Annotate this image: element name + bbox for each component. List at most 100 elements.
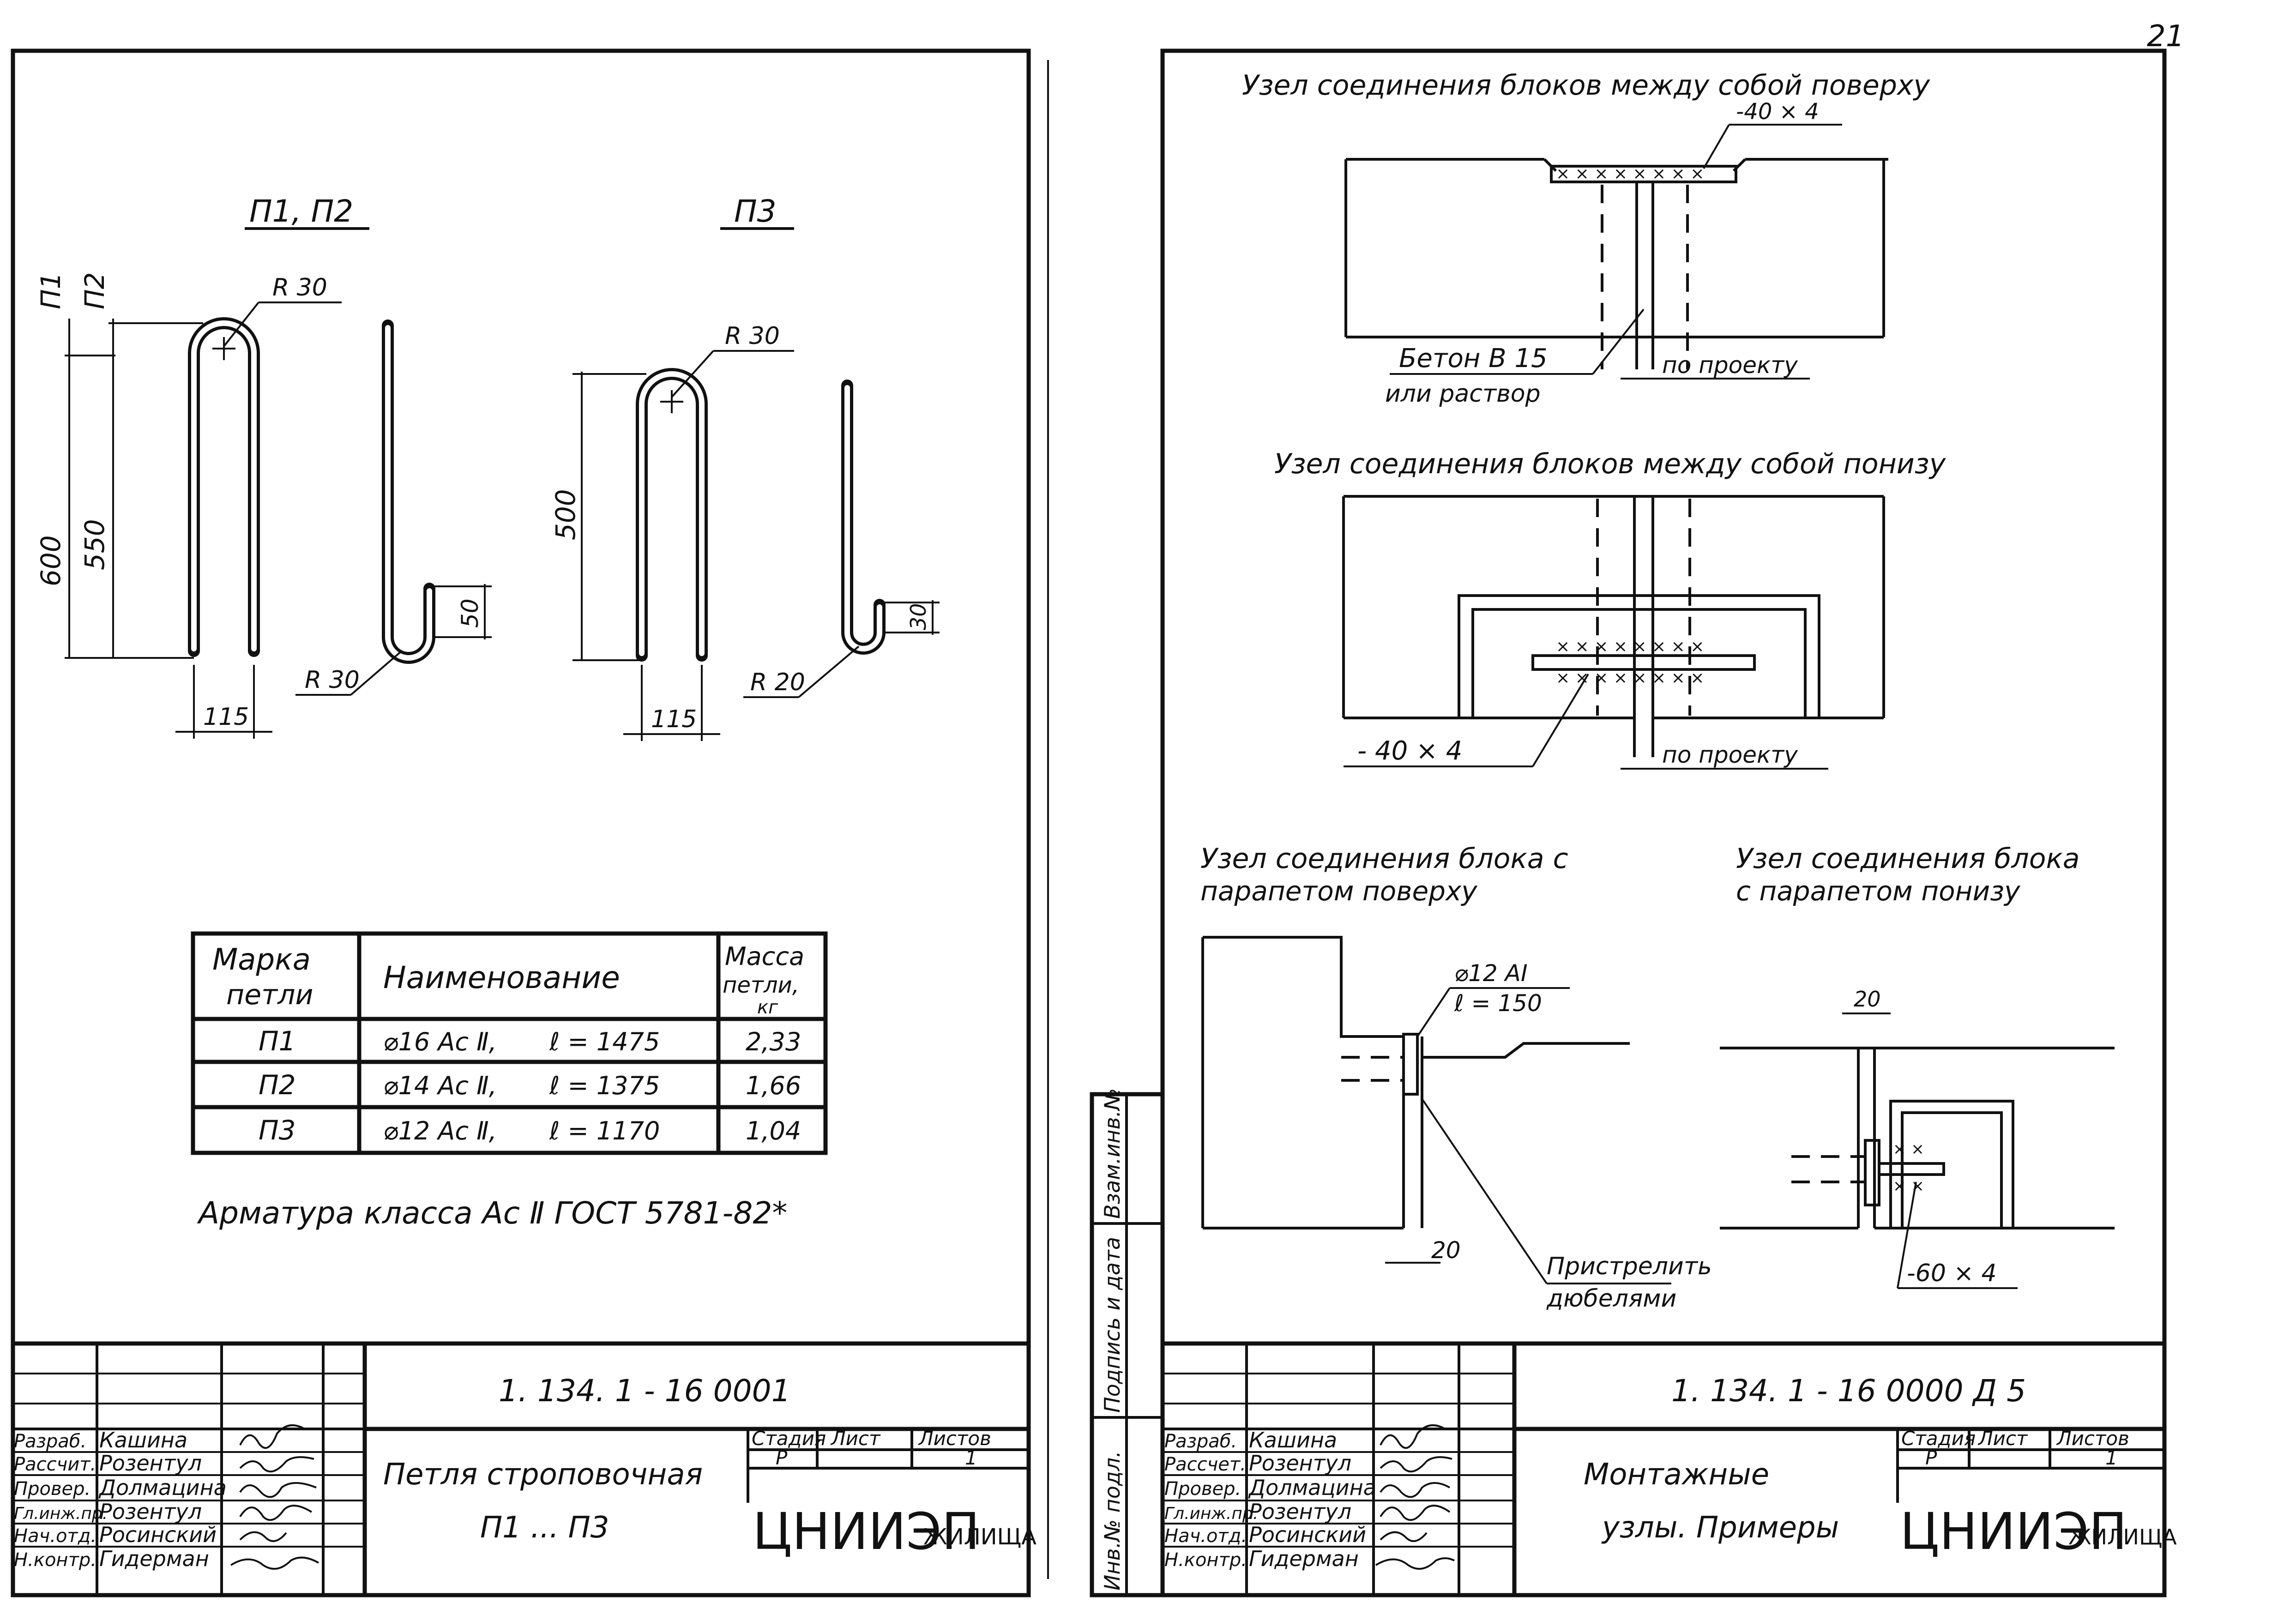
node4-title-1: Узел соединения блока [1736, 843, 2080, 875]
node4-recess-in [1901, 1111, 2003, 1228]
signature [1375, 1557, 1455, 1570]
tb-right-stage-h2: Лист [1977, 1427, 2028, 1450]
tb-right-staff-name: Гидерман [1249, 1546, 1359, 1571]
dim-115: 115 [203, 703, 249, 731]
loop-p1p2-side [382, 319, 435, 664]
node3-title-1: Узел соединения блока с [1200, 843, 1568, 875]
tb-right-stage-v1: Р [1925, 1446, 1937, 1469]
spec-table: Марка петли Наименование Масса петли, кг… [191, 931, 828, 1155]
node3-leader-note [1421, 1098, 1548, 1284]
tb-right-code: 1. 134. 1 - 16 0000 Д 5 [1671, 1373, 2026, 1409]
right-sheet: Инв.№ подл. Подпись и дата Взам.инв.№ Уз… [1090, 48, 2177, 1597]
tb-right-staff-role: Провер. [1164, 1478, 1241, 1500]
tb-left-staff-role: Гл.инж.пр. [14, 1504, 108, 1523]
rebar-class-note: Арматура класса Ас Ⅱ ГОСТ 5781-82* [197, 1195, 787, 1231]
tb-left-stage-h3: Листов [918, 1427, 991, 1450]
heading-p1p2: П1, П2 [249, 193, 353, 229]
node4-welds-top: × × [1893, 1140, 1924, 1158]
tb-right-staff-name: Долмацина [1248, 1475, 1376, 1500]
tb-left-staff-name: Гидерман [99, 1546, 209, 1571]
node4-leader-plate [1897, 1181, 1917, 1289]
signature [1380, 1456, 1452, 1473]
tb-left-org: ЦНИИЭП [753, 1502, 980, 1561]
tb-left-stage-v1: Р [776, 1446, 788, 1469]
table-row-mark: П1 [259, 1025, 296, 1057]
node2-welds-bottom: × × × × × × × × [1556, 669, 1704, 687]
node3-rod-1: ⌀12 АⅠ [1454, 960, 1528, 987]
signature [1380, 1505, 1451, 1521]
signature [239, 1424, 305, 1449]
signature [239, 1531, 287, 1542]
node2-welds-top: × × × × × × × × [1556, 637, 1704, 656]
node1-welds: × × × × × × × × [1556, 164, 1704, 183]
tb-right-staff-role: Н.контр. [1164, 1549, 1247, 1571]
side-stamp-inv: Инв.№ подл. [1100, 1451, 1125, 1591]
label-p1: П1 [35, 272, 66, 309]
node1-plate [1550, 165, 1737, 183]
loop-p3-u [636, 368, 708, 662]
node4-welds-bottom: × × [1893, 1177, 1924, 1195]
dim-50: 50 [457, 598, 483, 628]
label-r30-bottom: R 30 [305, 666, 360, 694]
tb-left-staff-role: Провер. [14, 1478, 90, 1500]
label-r20: R 20 [750, 669, 805, 696]
tb-left-staff-role: Разраб. [14, 1431, 86, 1452]
node-parapet-bottom: Узел соединения блока с парапетом понизу… [1720, 843, 2115, 1289]
node3-plate [1402, 1033, 1419, 1096]
loop-p3-u-inner [639, 371, 705, 656]
table-header-mass-2: петли, [723, 972, 799, 998]
dim-p3-115: 115 [651, 705, 697, 733]
table-row-mark: П3 [259, 1115, 296, 1146]
node2-recess [1458, 594, 1820, 718]
signature [230, 1556, 319, 1570]
tb-left-staff-name: Кашина [99, 1428, 187, 1452]
table-row-mass: 1,66 [746, 1071, 801, 1100]
node2-title: Узел соединения блоков между собой пониз… [1274, 448, 1946, 480]
tb-left-staff-name: Розентул [99, 1451, 202, 1476]
left-sheet: П1, П2 П3 П1 П2 600 550 R 30 [11, 48, 1037, 1597]
table-row-mass: 1,04 [746, 1116, 801, 1145]
signature [1380, 1482, 1450, 1498]
table-row-length: ℓ = 1170 [549, 1116, 660, 1145]
page-number: 21 [2147, 19, 2184, 54]
label-r30-top: R 30 [272, 274, 327, 301]
tb-left-staff-role: Н.контр. [14, 1549, 96, 1571]
node2-recess-in [1471, 608, 1807, 718]
tb-right-stage-h3: Листов [2056, 1427, 2129, 1450]
right-sheet-frame [1160, 48, 2167, 1597]
node2-plate-label: - 40 × 4 [1357, 736, 1462, 766]
tb-left-stage-h1: Стадия [752, 1427, 826, 1450]
table-row-length: ℓ = 1475 [549, 1027, 660, 1056]
node1-concrete-1: Бетон В 15 [1399, 343, 1548, 374]
tb-right-stage-h1: Стадия [1901, 1427, 1976, 1450]
node1-leader-concrete [1592, 308, 1645, 375]
signature [1380, 1424, 1446, 1449]
node-top-joint: Узел соединения блоков между собой повер… [1242, 69, 1930, 408]
loop-p3-side-inner [844, 385, 882, 651]
node2-plate [1531, 654, 1756, 671]
node3-note-1: Пристрелить [1547, 1253, 1712, 1280]
leader-r30-bottom [350, 650, 403, 696]
node3-dim-20-label: 20 [1431, 1237, 1461, 1264]
signature [1380, 1531, 1428, 1542]
title-block-left: 1. 134. 1 - 16 0001 Петля строповочная П… [13, 1341, 1037, 1595]
table-row-mass: 2,33 [746, 1027, 801, 1056]
spec-table-frame [191, 931, 828, 1155]
tb-right-org-small: ЖИЛИЩА [2068, 1525, 2177, 1549]
node4-title-2: с парапетом понизу [1736, 875, 2020, 907]
dim-550: 550 [79, 519, 110, 570]
loop-p3-drawing: 500 R 30 R 20 30 115 [550, 322, 940, 741]
dim-500: 500 [550, 489, 581, 540]
side-stamp: Инв.№ подл. Подпись и дата Взам.инв.№ [1090, 1088, 1165, 1597]
loop-p1p2-side-inner [385, 325, 432, 661]
node2-design: по проекту [1662, 741, 1798, 768]
left-sheet-frame [11, 48, 1031, 1597]
tb-left-staff-name: Долмацина [98, 1475, 227, 1500]
tb-left-staff-name: Росинский [99, 1522, 217, 1547]
tb-right-title-1: Монтажные [1584, 1458, 1769, 1492]
side-stamp-sign: Подпись и дата [1100, 1237, 1125, 1413]
tb-left-code: 1. 134. 1 - 16 0001 [499, 1373, 791, 1409]
table-header-mass-1: Масса [725, 942, 804, 971]
tb-right-staff-role: Разраб. [1164, 1431, 1237, 1452]
